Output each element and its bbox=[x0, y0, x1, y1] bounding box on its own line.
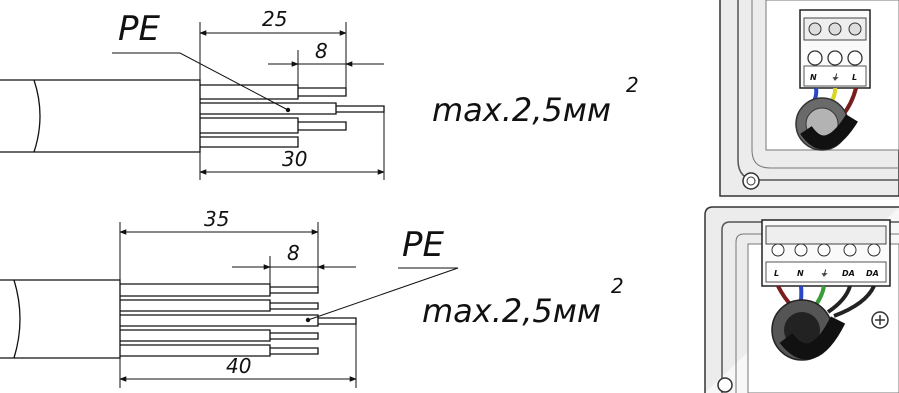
cable-sheath bbox=[0, 79, 201, 153]
max-cross-section-text: max.2,5мм bbox=[422, 292, 601, 330]
cable-break-line bbox=[13, 279, 21, 359]
terminal-label: ⏚ bbox=[820, 269, 828, 278]
max-cross-section-text: max.2,5мм bbox=[432, 91, 611, 129]
terminal-label: L bbox=[774, 269, 779, 278]
pe-conductor bbox=[200, 102, 337, 115]
terminal-label: DA bbox=[842, 269, 855, 278]
terminal-label: N bbox=[810, 73, 817, 82]
terminal-label: DA bbox=[866, 269, 879, 278]
terminal-label: L bbox=[852, 73, 857, 82]
pe-leader-line bbox=[112, 52, 289, 111]
terminal-block: N ⏚ L bbox=[799, 9, 871, 89]
cable-diagram-top: 25 8 30 PE max.2,5мм 2 bbox=[0, 7, 639, 180]
conductors bbox=[200, 84, 385, 148]
dimension-label-total: 25 bbox=[262, 7, 287, 31]
pe-label: PE bbox=[118, 9, 161, 49]
cable-diagram-bottom: 35 8 40 PE max.2,5мм 2 bbox=[0, 207, 624, 388]
pe-label: PE bbox=[402, 225, 445, 265]
dimension-label-strip: 8 bbox=[315, 39, 328, 63]
cable-break-line bbox=[33, 79, 41, 153]
pe-conductor bbox=[120, 314, 319, 327]
dimension-label-bottom: 40 bbox=[226, 354, 251, 378]
terminal-label: ⏚ bbox=[831, 73, 839, 82]
wire bbox=[826, 285, 852, 314]
max-cross-section-exponent: 2 bbox=[626, 73, 639, 97]
terminal-label: N bbox=[797, 269, 804, 278]
conductors bbox=[120, 283, 357, 357]
pe-leader-line bbox=[307, 267, 459, 321]
terminal-photo-bottom: L N ⏚ DA DA bbox=[704, 206, 899, 393]
wire bbox=[833, 285, 876, 318]
cable-sheath bbox=[0, 279, 121, 359]
dimension-label-total: 35 bbox=[204, 207, 229, 231]
terminal-block: L N ⏚ DA DA bbox=[761, 219, 891, 287]
dimension-label-strip: 8 bbox=[287, 241, 300, 265]
dimension-label-bottom: 30 bbox=[282, 147, 307, 171]
terminal-photo-top: N ⏚ L bbox=[719, 0, 899, 200]
max-cross-section-exponent: 2 bbox=[611, 274, 624, 298]
